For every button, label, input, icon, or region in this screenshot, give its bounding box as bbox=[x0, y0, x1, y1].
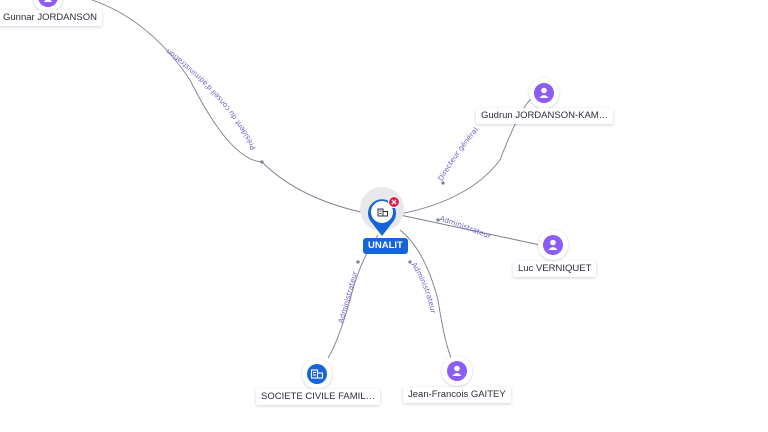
person-icon bbox=[548, 239, 558, 250]
close-icon[interactable] bbox=[388, 196, 400, 208]
person-icon bbox=[452, 365, 462, 376]
center-node-label[interactable]: UNALIT bbox=[363, 238, 408, 254]
node-label-jf[interactable]: Jean-Francois GAITEY bbox=[403, 387, 511, 403]
edge-arrow bbox=[260, 160, 264, 164]
node-luc[interactable] bbox=[538, 230, 568, 260]
edge-label-luc: Administrateur bbox=[439, 214, 493, 241]
edge-label-jf: Administrateur bbox=[410, 261, 438, 315]
node-center[interactable] bbox=[360, 187, 404, 236]
edge-label-gunnar: Président du conseil d'administration bbox=[164, 47, 257, 151]
company-icon bbox=[310, 369, 324, 379]
edge-jf bbox=[399, 229, 453, 361]
node-gunnar[interactable] bbox=[33, 0, 63, 12]
node-label-luc[interactable]: Luc VERNIQUET bbox=[513, 261, 597, 277]
edge-luc bbox=[399, 214, 541, 246]
node-label-gudrun[interactable]: Gudrun JORDANSON-KAM… bbox=[476, 108, 614, 124]
person-icon bbox=[539, 87, 549, 98]
node-scf[interactable] bbox=[302, 359, 332, 389]
edge-arrow bbox=[441, 181, 445, 185]
edge-arrow bbox=[356, 260, 360, 264]
edge-arrow bbox=[408, 260, 412, 264]
node-gudrun[interactable] bbox=[529, 78, 559, 108]
node-label-gunnar[interactable]: Gunnar JORDANSON bbox=[0, 10, 102, 26]
person-icon bbox=[43, 0, 53, 2]
node-jf[interactable] bbox=[442, 356, 472, 386]
company-icon bbox=[377, 208, 388, 217]
edge-label-gudrun: Directeur général bbox=[436, 125, 480, 182]
node-label-scf[interactable]: SOCIETE CIVILE FAMIL… bbox=[256, 389, 381, 405]
edge-gunnar bbox=[91, 0, 371, 215]
edge-label-scf: Administrateur bbox=[336, 270, 359, 324]
edge-arrow bbox=[436, 218, 440, 222]
